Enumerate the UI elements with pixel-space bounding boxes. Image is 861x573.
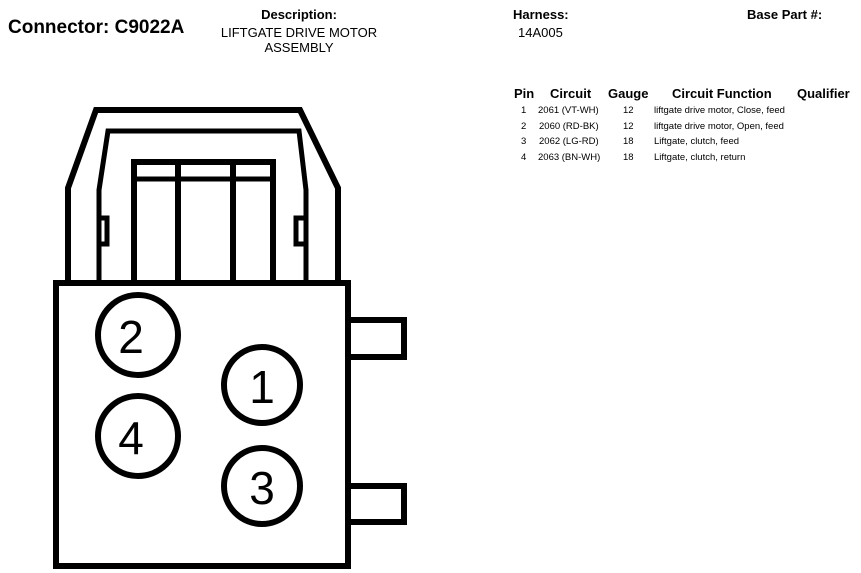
function-cell: liftgate drive motor, Open, feed: [654, 121, 784, 132]
description-value: LIFTGATE DRIVE MOTOR ASSEMBLY: [218, 25, 380, 55]
pin-label-3: 3: [249, 462, 275, 514]
pin-cell: 1: [521, 105, 527, 116]
function-cell: Liftgate, clutch, feed: [654, 136, 740, 147]
gauge-cell: 12: [623, 105, 634, 116]
latch-notch-right: [293, 215, 309, 247]
pin-cell: 4: [521, 152, 527, 163]
connector-title: Connector: C9022A: [8, 17, 185, 38]
pin-label-2: 2: [118, 311, 144, 363]
base-part-label: Base Part #:: [747, 7, 823, 22]
gauge-cell: 18: [623, 136, 634, 147]
circuit-cell: 2062 (LG-RD): [539, 136, 599, 147]
function-cell: Liftgate, clutch, return: [654, 152, 746, 163]
pin-column-header: Pin: [514, 86, 535, 101]
gauge-cell: 12: [623, 121, 634, 132]
gauge-column-header: Gauge: [608, 86, 649, 101]
latch-tab-outline: [131, 159, 276, 286]
qualifier-column-header: Qualifier: [797, 86, 850, 101]
circuit-function-column-header: Circuit Function: [672, 86, 772, 101]
pin-cavity-4: [95, 393, 181, 479]
description-value-line2: ASSEMBLY: [264, 40, 334, 55]
circuit-column-header: Circuit: [550, 86, 592, 101]
pin-cell: 2: [521, 121, 527, 132]
description-value-line1: LIFTGATE DRIVE MOTOR: [220, 25, 378, 40]
gauge-cell: 18: [623, 152, 634, 163]
circuit-cell: 2060 (RD-BK): [539, 121, 599, 132]
latch-notch-left: [96, 215, 110, 247]
connector-body: [53, 280, 351, 569]
pin-cavity-3: [221, 445, 303, 527]
side-tab-lower: [345, 483, 407, 525]
pin-label-4: 4: [118, 412, 144, 464]
latch-inner-outline: [96, 128, 309, 286]
description-label: Description:: [261, 7, 337, 22]
harness-value: 14A005: [518, 25, 563, 40]
latch-outline: [65, 107, 341, 286]
side-tab-upper: [345, 317, 407, 360]
pin-label-1: 1: [249, 361, 275, 413]
harness-label: Harness:: [513, 7, 569, 22]
pin-cavity-1: [221, 344, 303, 426]
pin-cell: 3: [521, 136, 527, 147]
pin-cavities: 2 1 4 3: [95, 292, 303, 527]
pin-cavity-2: [95, 292, 181, 378]
circuit-cell: 2061 (VT-WH): [538, 105, 599, 116]
function-cell: liftgate drive motor, Close, feed: [654, 105, 785, 116]
circuit-cell: 2063 (BN-WH): [538, 152, 601, 163]
